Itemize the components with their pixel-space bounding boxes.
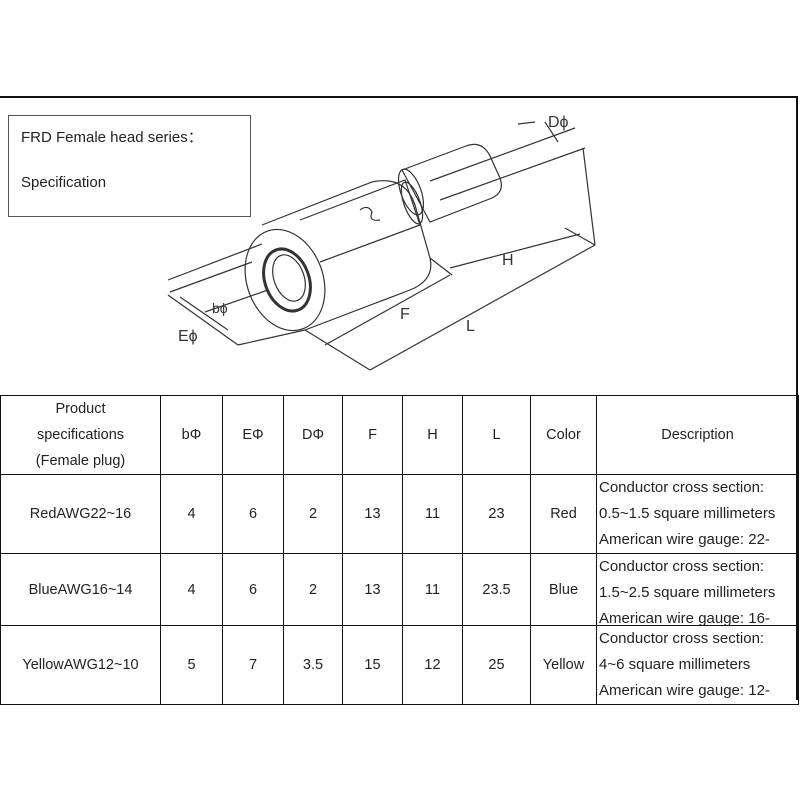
cell-product: RedAWG22~16 — [0, 474, 161, 554]
cell-e: 6 — [222, 553, 284, 626]
cell-description: Conductor cross section: 4~6 square mill… — [596, 625, 799, 705]
header-product-line: (Female plug) — [35, 453, 126, 469]
cell-description: Conductor cross section: 1.5~2.5 square … — [596, 553, 799, 626]
table-row: YellowAWG12~10 5 7 3.5 15 12 25 Yellow C… — [0, 625, 799, 705]
cell-color: Red — [530, 474, 597, 554]
description-line: Conductor cross section: — [599, 558, 765, 575]
cell-product: YellowAWG12~10 — [0, 625, 161, 705]
cell-e: 7 — [222, 625, 284, 705]
cell-b: 4 — [160, 474, 223, 554]
description-line: 1.5~2.5 square millimeters — [599, 584, 776, 601]
cell-f: 13 — [342, 553, 403, 626]
series-caption: FRD Female head series： Specification — [8, 115, 251, 217]
connector-drawing — [167, 121, 596, 371]
l-dimension-label: L — [466, 318, 475, 335]
header-b: bΦ — [160, 395, 223, 475]
header-l: L — [462, 395, 531, 475]
cell-d: 3.5 — [283, 625, 343, 705]
cell-h: 11 — [402, 474, 463, 554]
cell-l: 23.5 — [462, 553, 531, 626]
cell-l: 23 — [462, 474, 531, 554]
cell-f: 15 — [342, 625, 403, 705]
cell-h: 11 — [402, 553, 463, 626]
header-product-line: specifications — [36, 427, 125, 443]
header-product: Product specifications (Female plug) — [0, 395, 161, 475]
table-row: BlueAWG16~14 4 6 2 13 11 23.5 Blue Condu… — [0, 553, 799, 626]
header-color: Color — [530, 395, 597, 475]
cell-color: Blue — [530, 553, 597, 626]
h-dimension-label: H — [502, 252, 514, 269]
f-dimension-label: F — [400, 306, 410, 323]
cell-description: Conductor cross section: 0.5~1.5 square … — [596, 474, 799, 554]
d-dimension-label: Dϕ — [548, 114, 569, 131]
cell-b: 4 — [160, 553, 223, 626]
description-line: Conductor cross section: — [599, 479, 765, 496]
cell-f: 13 — [342, 474, 403, 554]
cell-l: 25 — [462, 625, 531, 705]
cell-d: 2 — [283, 553, 343, 626]
header-description: Description — [596, 395, 799, 475]
header-product-line: Product — [55, 401, 106, 417]
cell-b: 5 — [160, 625, 223, 705]
cell-h: 12 — [402, 625, 463, 705]
header-d: DΦ — [283, 395, 343, 475]
specification-table: Product specifications (Female plug) bΦ … — [0, 395, 799, 705]
description-line: American wire gauge: 16- — [599, 610, 770, 625]
header-h: H — [402, 395, 463, 475]
description-line: 0.5~1.5 square millimeters — [599, 505, 776, 522]
description-line: American wire gauge: 22- — [599, 531, 770, 548]
e-dimension-label: Eϕ — [178, 328, 198, 345]
description-line: American wire gauge: 12- — [599, 682, 770, 699]
series-title: FRD Female head series： — [21, 129, 203, 146]
cell-product: BlueAWG16~14 — [0, 553, 161, 626]
specification-label: Specification — [21, 174, 107, 191]
b-dimension-label: bϕ — [212, 300, 228, 316]
description-line: 4~6 square millimeters — [599, 656, 751, 673]
table-row: RedAWG22~16 4 6 2 13 11 23 Red Conductor… — [0, 474, 799, 554]
cell-d: 2 — [283, 474, 343, 554]
header-e: EΦ — [222, 395, 284, 475]
cell-e: 6 — [222, 474, 284, 554]
table-header-row: Product specifications (Female plug) bΦ … — [0, 395, 799, 475]
header-f: F — [342, 395, 403, 475]
description-line: Conductor cross section: — [599, 630, 765, 647]
cell-color: Yellow — [530, 625, 597, 705]
